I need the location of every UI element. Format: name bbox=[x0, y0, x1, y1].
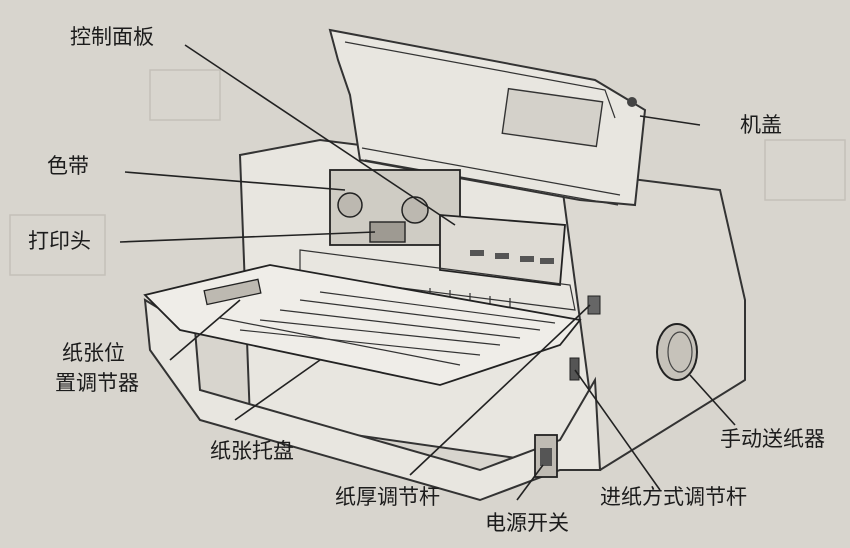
label-paper-tray: 纸张托盘 bbox=[210, 439, 294, 463]
label-cover: 机盖 bbox=[740, 113, 782, 137]
label-paper-thickness-lever: 纸厚调节杆 bbox=[335, 485, 440, 509]
cover-hinge bbox=[627, 97, 637, 107]
platen bbox=[299, 249, 576, 311]
label-paper-position-line2: 置调节器 bbox=[55, 371, 139, 395]
cover-ribs bbox=[361, 147, 621, 206]
manual-feed-knob bbox=[656, 323, 698, 381]
ribbon-spool bbox=[337, 192, 363, 218]
power-switch bbox=[540, 448, 552, 466]
ribbon-spool bbox=[401, 196, 429, 224]
label-power-switch: 电源开关 bbox=[485, 511, 569, 535]
thickness-lever bbox=[587, 295, 601, 315]
printer-front bbox=[143, 298, 602, 502]
paper-guide bbox=[203, 278, 262, 306]
label-paper-feed-mode-lever: 进纸方式调节杆 bbox=[600, 485, 747, 509]
print-head-block bbox=[369, 221, 406, 243]
background-box bbox=[149, 69, 221, 121]
printer-cover bbox=[328, 28, 647, 207]
background-box bbox=[764, 139, 846, 201]
label-control-panel: 控制面板 bbox=[70, 25, 154, 49]
control-panel-panel bbox=[439, 214, 566, 287]
label-paper-position-line1: 纸张位 bbox=[62, 341, 125, 365]
label-manual-feed-knob: 手动送纸器 bbox=[720, 427, 825, 451]
feed-mode-lever bbox=[569, 357, 580, 381]
cover-edge bbox=[344, 41, 616, 119]
label-ribbon: 色带 bbox=[47, 154, 89, 178]
manual-feed-knob-inner bbox=[667, 331, 693, 373]
label-print-head: 打印头 bbox=[28, 229, 91, 253]
leader-lines bbox=[119, 44, 736, 501]
cover-window bbox=[501, 87, 604, 148]
control-panel-buttons bbox=[470, 250, 554, 264]
paper-tray-ribs bbox=[219, 291, 556, 366]
background-box bbox=[9, 214, 106, 276]
